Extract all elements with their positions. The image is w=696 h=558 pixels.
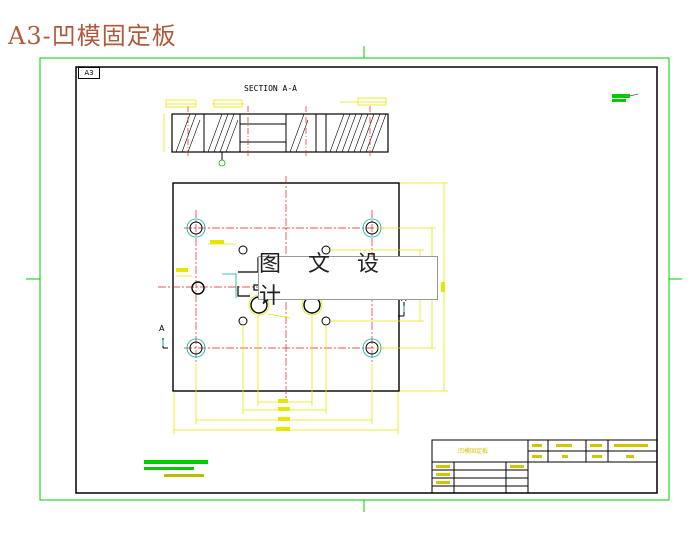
drawing-border	[75, 66, 658, 494]
section-marker-left: A	[159, 324, 165, 333]
sheet-size-tag: A3	[78, 67, 100, 79]
title-block	[431, 439, 658, 494]
title-block-fields	[436, 444, 648, 484]
section-label: SECTION A-A	[244, 84, 297, 93]
trim-frame	[26, 46, 682, 512]
roughness-note	[612, 93, 639, 102]
watermark: 图 文 设 计	[258, 252, 438, 309]
tech-notes	[144, 460, 208, 477]
page-title: A3-凹模固定板	[8, 22, 177, 50]
title-block-name: 凹模固定板	[458, 448, 489, 455]
section-view	[163, 97, 389, 167]
